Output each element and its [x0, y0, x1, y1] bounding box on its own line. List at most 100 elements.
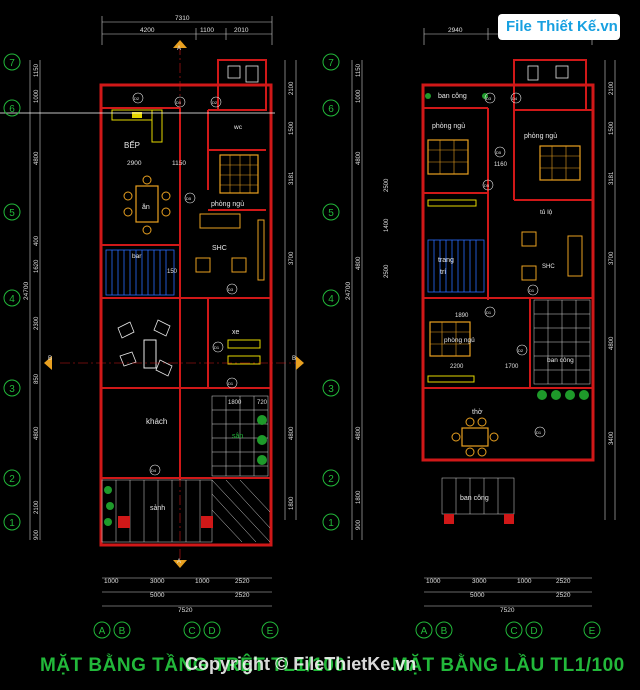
col-label-e-ground: E	[267, 626, 274, 637]
row-label-6-left: 6	[9, 104, 15, 115]
ground-door-tag-4: D3	[228, 287, 234, 292]
upper-dim-bottom-1b: 3000	[472, 578, 487, 585]
row-label-7-left: 7	[9, 58, 15, 69]
upper-dim-left-8: 4800	[356, 426, 362, 440]
upper-dim-bottom-2b: 2520	[556, 592, 571, 599]
ground-dim-right-1: 2100	[289, 81, 295, 95]
upper-dim-right-4: 3700	[609, 251, 615, 265]
row-label-1-mid: 1	[328, 518, 334, 529]
ground-dim-bottom-1c: 1000	[195, 578, 210, 585]
col-label-e-upper: E	[589, 626, 596, 637]
upper-dim-right-3: 3181	[609, 171, 615, 185]
upper-room-tu-lo: tủ lộ	[540, 208, 553, 216]
ground-dim-bottom-1a: 1000	[104, 578, 119, 585]
row-label-6-mid: 6	[328, 104, 334, 115]
col-label-a-upper: A	[421, 626, 428, 637]
upper-dim-left-6: 2500	[384, 264, 390, 278]
ground-floor-plan: 7310 4200 1100 2010 1150 1000 4800 1620 …	[0, 15, 304, 614]
upper-room-tho: thờ	[472, 409, 483, 416]
upper-dim-right-5: 4800	[609, 336, 615, 350]
col-label-b-upper: B	[441, 626, 448, 637]
col-label-a-ground: A	[99, 626, 106, 637]
upper-dim-left-5: 1400	[384, 218, 390, 232]
ground-door-tag-2: D5	[176, 100, 182, 105]
upper-dim-left-9: 1800	[356, 490, 362, 504]
ground-room-an: ăn	[142, 204, 150, 211]
section-mark-b-right: B	[292, 356, 296, 362]
ground-dim-top-total: 7310	[175, 15, 190, 22]
ground-dim-bottom-2b: 2520	[235, 592, 250, 599]
row-label-5-left: 5	[9, 208, 15, 219]
ground-small-dim-4: 1800	[228, 400, 242, 406]
upper-dim-bottom-2a: 5000	[470, 592, 485, 599]
grid-axis-markers	[3, 53, 601, 639]
upper-dim-bottom-1a: 1000	[426, 578, 441, 585]
copyright-watermark: Copyright © FileThietKe.vn	[185, 654, 417, 674]
upper-dim-left-10: 900	[356, 519, 362, 530]
section-mark-a-bottom: A	[177, 559, 181, 565]
upper-dim-left-4: 2500	[384, 178, 390, 192]
row-label-1-left: 1	[9, 518, 15, 529]
upper-room-trang: trang	[438, 257, 454, 264]
section-mark-b-left: B	[48, 356, 52, 362]
ground-dim-right-5: 4800	[289, 426, 295, 440]
upper-small-dim-4: 1700	[505, 364, 519, 370]
ground-dim-top-1: 4200	[140, 27, 155, 34]
ground-dim-left-total: 24700	[23, 282, 30, 300]
col-label-c-upper: C	[510, 626, 517, 637]
col-label-d-ground: D	[208, 626, 215, 637]
upper-dim-left-2: 1000	[356, 89, 362, 103]
ground-room-bep: BẾP	[124, 140, 140, 150]
col-label-d-upper: D	[530, 626, 537, 637]
ground-floor-title: MẶT BẰNG TẦNG TRỆT TL1/100	[40, 655, 346, 676]
upper-dim-bottom-1d: 2520	[556, 578, 571, 585]
watermark-logo-box	[498, 14, 620, 40]
upper-floor-plan: 2940 4370 1150 1000 4800 2500 1400 2500 …	[345, 27, 616, 614]
upper-dim-top-1: 2940	[448, 27, 463, 34]
watermark-logo-text: Thiết Kế.vn	[537, 18, 618, 35]
ground-room-shc: SHC	[212, 245, 227, 252]
upper-room-ban-cong-top: ban công	[438, 93, 467, 100]
ground-room-xe: xe	[232, 329, 240, 336]
ground-door-tag-3: D5	[186, 196, 192, 201]
ground-room-bar: bar	[132, 253, 142, 260]
ground-room-phong-ngu: phòng ngủ	[211, 200, 244, 208]
upper-dim-left-1: 1150	[356, 63, 362, 77]
row-label-2-left: 2	[9, 474, 15, 485]
upper-door-tag-4: D5	[484, 183, 490, 188]
upper-room-phong-ngu-1: phòng ngủ	[432, 122, 465, 130]
row-label-7-mid: 7	[328, 58, 334, 69]
row-label-4-mid: 4	[328, 294, 334, 305]
ground-door-tag-5: D1	[214, 345, 220, 350]
ground-dim-left-6: 2300	[34, 316, 40, 330]
upper-room-phong-ngu-2: phòng ngủ	[524, 132, 557, 140]
ground-small-dim-5: 720	[257, 400, 268, 406]
upper-door-tag-1: D4	[512, 96, 518, 101]
ground-dim-right-3: 3181	[289, 171, 295, 185]
col-label-c-ground: C	[188, 626, 195, 637]
row-label-3-mid: 3	[328, 384, 334, 395]
ground-dim-left-2: 1000	[34, 89, 40, 103]
ground-room-wc: wc	[233, 124, 243, 131]
ground-dim-left-1: 1150	[34, 63, 40, 77]
ground-dim-right-2: 1500	[289, 121, 295, 135]
ground-dim-bottom-2a: 5000	[150, 592, 165, 599]
ground-door-tag-7: D4	[151, 468, 157, 473]
ground-room-khach: khách	[146, 417, 167, 426]
upper-dim-left-3: 4800	[356, 151, 362, 165]
upper-door-tag-2: D3	[486, 96, 492, 101]
ground-dim-left-5: 400	[34, 235, 40, 246]
ground-dim-top-3: 2010	[234, 27, 249, 34]
ground-dim-left-4: 1620	[34, 259, 40, 273]
col-label-b-ground: B	[119, 626, 126, 637]
upper-door-tag-5: D1	[529, 288, 535, 293]
ground-dim-top-2: 1100	[200, 27, 214, 34]
ground-dim-bottom-1d: 2520	[235, 578, 250, 585]
section-mark-a-top: A	[177, 46, 181, 52]
watermark-logo-file: File	[506, 18, 532, 35]
ground-room-sanh: sảnh	[150, 505, 165, 512]
upper-room-tri: trí	[440, 269, 446, 276]
upper-dim-right-1: 2100	[609, 81, 615, 95]
upper-room-ban-cong-mid: ban công	[547, 357, 574, 364]
